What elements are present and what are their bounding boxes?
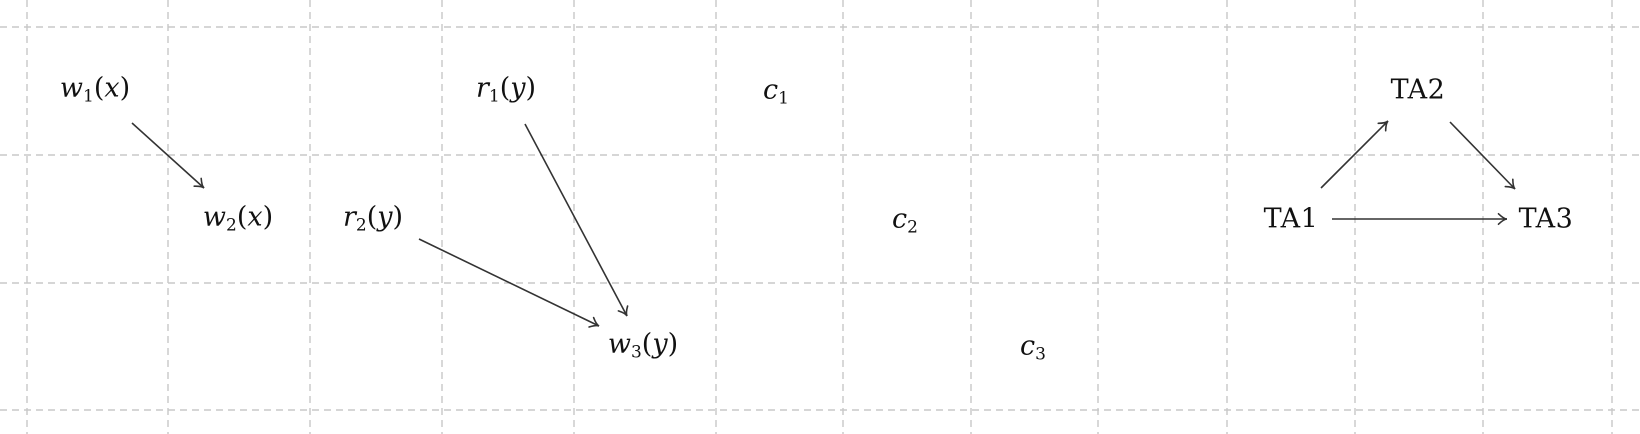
edge-r1y-to-w3y [524, 123, 629, 317]
edge-w1x-to-w2x [131, 122, 205, 189]
op-c1: c1 [763, 74, 789, 109]
op-c2: c2 [892, 203, 918, 238]
op-c3: c3 [1020, 330, 1046, 365]
op-r1y: r1(y) [475, 72, 537, 107]
op-w3y: w3(y) [607, 328, 679, 363]
edge-ta1-to-ta3 [1332, 212, 1508, 226]
edge-r2y-to-w3y [418, 238, 600, 328]
node-ta2: TA2 [1390, 74, 1446, 106]
edge-ta2-to-ta3 [1449, 121, 1516, 190]
node-ta3: TA3 [1518, 203, 1574, 235]
op-w1x: w1(x) [59, 72, 131, 107]
node-ta1: TA1 [1263, 203, 1319, 235]
op-w2x: w2(x) [202, 201, 274, 236]
op-r2y: r2(y) [342, 201, 404, 236]
edge-ta1-to-ta2 [1320, 120, 1389, 189]
